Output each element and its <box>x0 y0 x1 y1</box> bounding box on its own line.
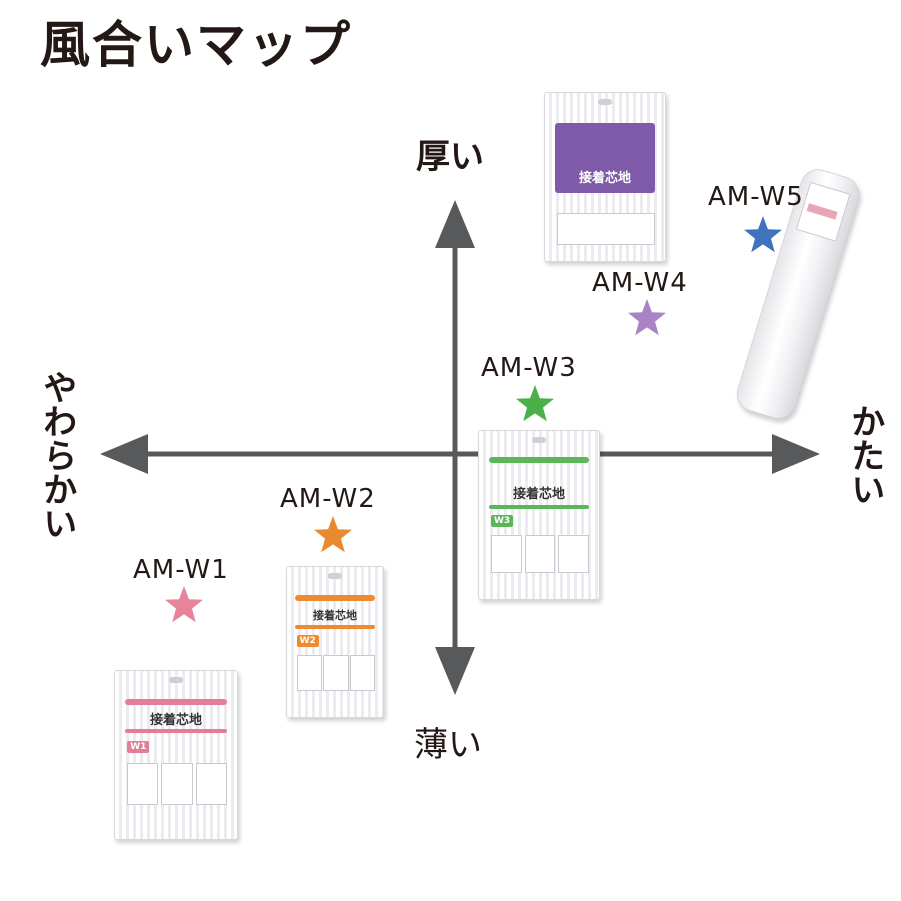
axis-label-left: やわらかい <box>36 370 77 540</box>
left-arrowhead <box>100 434 148 474</box>
axis-label-right: かたい <box>844 404 885 506</box>
star-marker-am-w3 <box>516 385 554 422</box>
package-w2-name: 接着芯地 <box>313 609 357 622</box>
star-marker-am-w2 <box>314 516 352 553</box>
package-w3-code: W3 <box>491 515 514 527</box>
star-marker-am-w5 <box>744 216 782 253</box>
bottom-arrowhead <box>435 647 475 695</box>
axis-label-top: 厚い <box>416 137 484 177</box>
top-arrowhead <box>435 200 475 248</box>
package-w1-code: W1 <box>127 741 150 753</box>
package-w1-name: 接着芯地 <box>149 713 202 728</box>
horizontal-axis <box>100 434 820 474</box>
item-label-am-w4: AM-W4 <box>592 268 688 298</box>
package-w4: 接着芯地 <box>544 92 666 262</box>
package-w2-code: W2 <box>296 635 319 647</box>
package-w2: 接着芯地 W2 <box>286 566 384 718</box>
item-label-am-w1: AM-W1 <box>133 555 229 585</box>
star-marker-am-w4 <box>628 299 666 336</box>
vertical-axis <box>435 200 475 695</box>
item-label-am-w3: AM-W3 <box>481 353 577 383</box>
axis-label-bottom: 薄い <box>414 725 482 765</box>
package-w4-name: 接着芯地 <box>578 171 631 186</box>
right-arrowhead <box>772 434 820 474</box>
package-w1: 接着芯地 W1 <box>114 670 238 840</box>
star-marker-am-w1 <box>165 586 203 623</box>
item-label-am-w2: AM-W2 <box>280 484 376 514</box>
package-w3-name: 接着芯地 <box>512 487 565 502</box>
page-title: 風合いマップ <box>40 16 352 74</box>
package-w3: 接着芯地 W3 <box>478 430 600 600</box>
item-label-am-w5: AM-W5 <box>708 182 804 212</box>
